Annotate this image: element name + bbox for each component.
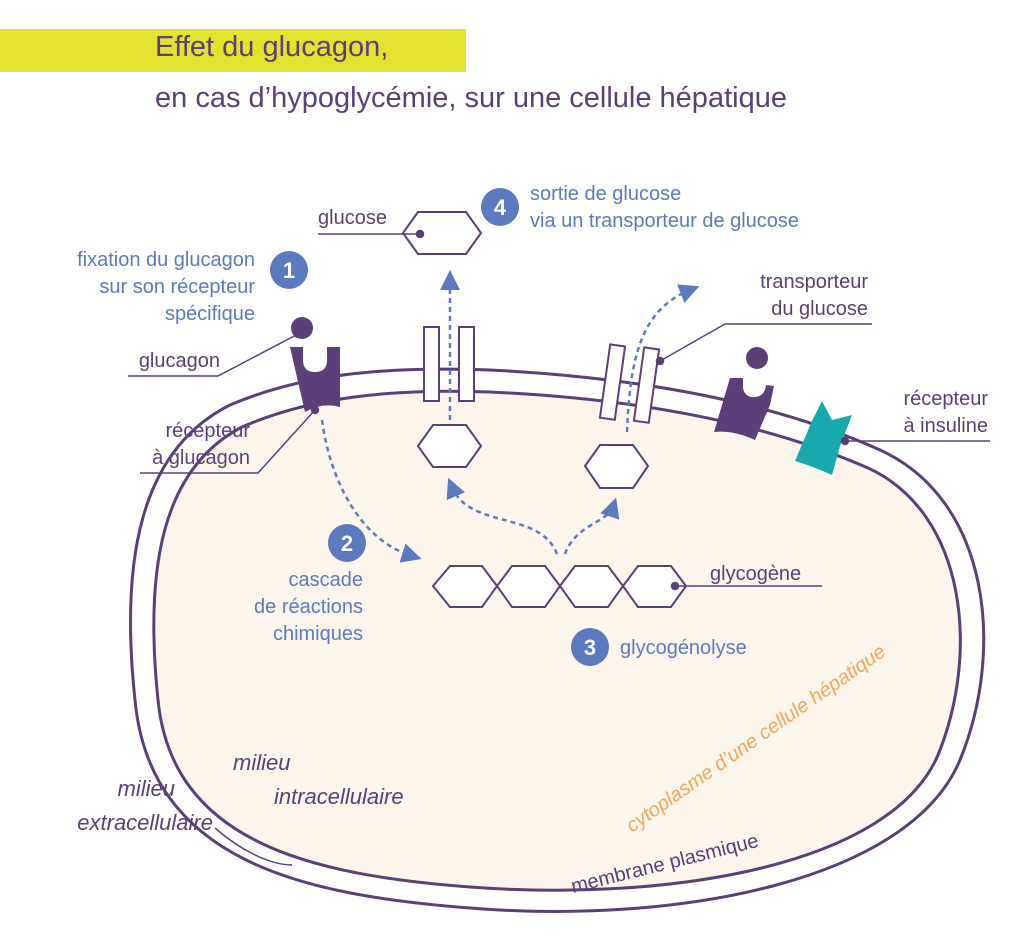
title-line-1: Effet du glucagon, bbox=[155, 31, 389, 63]
label-milieu-intra-1: milieu bbox=[233, 750, 290, 775]
label-milieu-intra-2: intracellulaire bbox=[274, 784, 404, 809]
glucose-hexagon-1 bbox=[416, 424, 483, 468]
glucagon-receptor bbox=[290, 347, 340, 412]
step-badge-4 bbox=[481, 188, 519, 226]
label-milieu-extra-2: extracellulaire bbox=[77, 810, 213, 835]
step-1-line-1: fixation du glucagon bbox=[77, 249, 255, 271]
glycogen-unit-3 bbox=[558, 565, 625, 608]
step-1-line-2: sur son récepteur bbox=[99, 276, 255, 298]
label-transporteur-1: transporteur bbox=[760, 271, 868, 293]
glucagon-receptor-right bbox=[714, 378, 774, 440]
step-2-line-2: de réactions bbox=[254, 596, 363, 618]
arrow-exit-right bbox=[625, 284, 700, 433]
step-badge-2 bbox=[328, 524, 366, 562]
glucose-transporter-2-left bbox=[598, 343, 627, 421]
glucose-transporter-1-right bbox=[458, 326, 475, 402]
title-highlight bbox=[0, 29, 466, 72]
insulin-receptor bbox=[795, 401, 852, 475]
step-badge-1-number: 1 bbox=[283, 258, 295, 283]
label-glycogene: glycogène bbox=[710, 563, 801, 585]
arrow-glycogen-right bbox=[563, 497, 620, 555]
leader-glucagon-dot bbox=[293, 329, 303, 339]
label-recepteur-glucagon-2: à glucagon bbox=[152, 447, 250, 469]
step-2-line-3: chimiques bbox=[273, 623, 363, 645]
title-line-2: en cas d’hypoglycémie, sur une cellule h… bbox=[155, 82, 787, 114]
step-badge-4-number: 4 bbox=[494, 195, 507, 220]
step-3-line-1: glycogénolyse bbox=[620, 637, 747, 659]
step-2-line-1: cascade bbox=[289, 569, 364, 591]
leader-recepteur-glucagon bbox=[140, 409, 316, 474]
glucose-transporter-1-left bbox=[423, 326, 440, 402]
glucose-hexagon-outside bbox=[401, 211, 483, 255]
step-badge-3-number: 3 bbox=[584, 635, 596, 660]
leader-extracellulaire bbox=[214, 827, 293, 866]
step-badge-2-number: 2 bbox=[341, 531, 353, 556]
arrow-cascade bbox=[320, 419, 422, 563]
leader-recepteur-glucagon-dot bbox=[310, 405, 320, 415]
step-badge-3 bbox=[571, 628, 609, 666]
label-insuline-1: récepteur bbox=[904, 388, 989, 410]
label-insuline-2: à insuline bbox=[903, 415, 988, 437]
leader-glucose-dot bbox=[415, 229, 425, 239]
leader-transporteur bbox=[659, 323, 872, 362]
glucose-transporter-2-right bbox=[632, 346, 661, 424]
label-transporteur-2: du glucose bbox=[771, 298, 868, 320]
label-recepteur-glucagon-1: récepteur bbox=[166, 420, 251, 442]
step-badge-1 bbox=[270, 251, 308, 289]
glucose-hexagon-2 bbox=[583, 444, 650, 489]
glucagon-molecule-bound bbox=[746, 347, 768, 369]
leader-glucagon bbox=[128, 333, 299, 377]
leader-transporteur-dot bbox=[655, 356, 665, 366]
step-4-line-2: via un transporteur de glucose bbox=[530, 210, 799, 232]
step-1-line-3: spécifique bbox=[165, 303, 255, 325]
label-glucose: glucose bbox=[318, 207, 387, 229]
cytoplasm bbox=[152, 389, 962, 892]
arrow-glycogen-left bbox=[446, 477, 559, 555]
glycogen-unit-2 bbox=[495, 565, 562, 608]
label-glucagon: glucagon bbox=[139, 350, 220, 372]
leader-insuline-dot bbox=[840, 436, 850, 446]
label-milieu-extra-1: milieu bbox=[118, 776, 175, 801]
step-4-line-1: sortie de glucose bbox=[530, 183, 681, 205]
leader-glycogene-dot bbox=[670, 581, 680, 591]
